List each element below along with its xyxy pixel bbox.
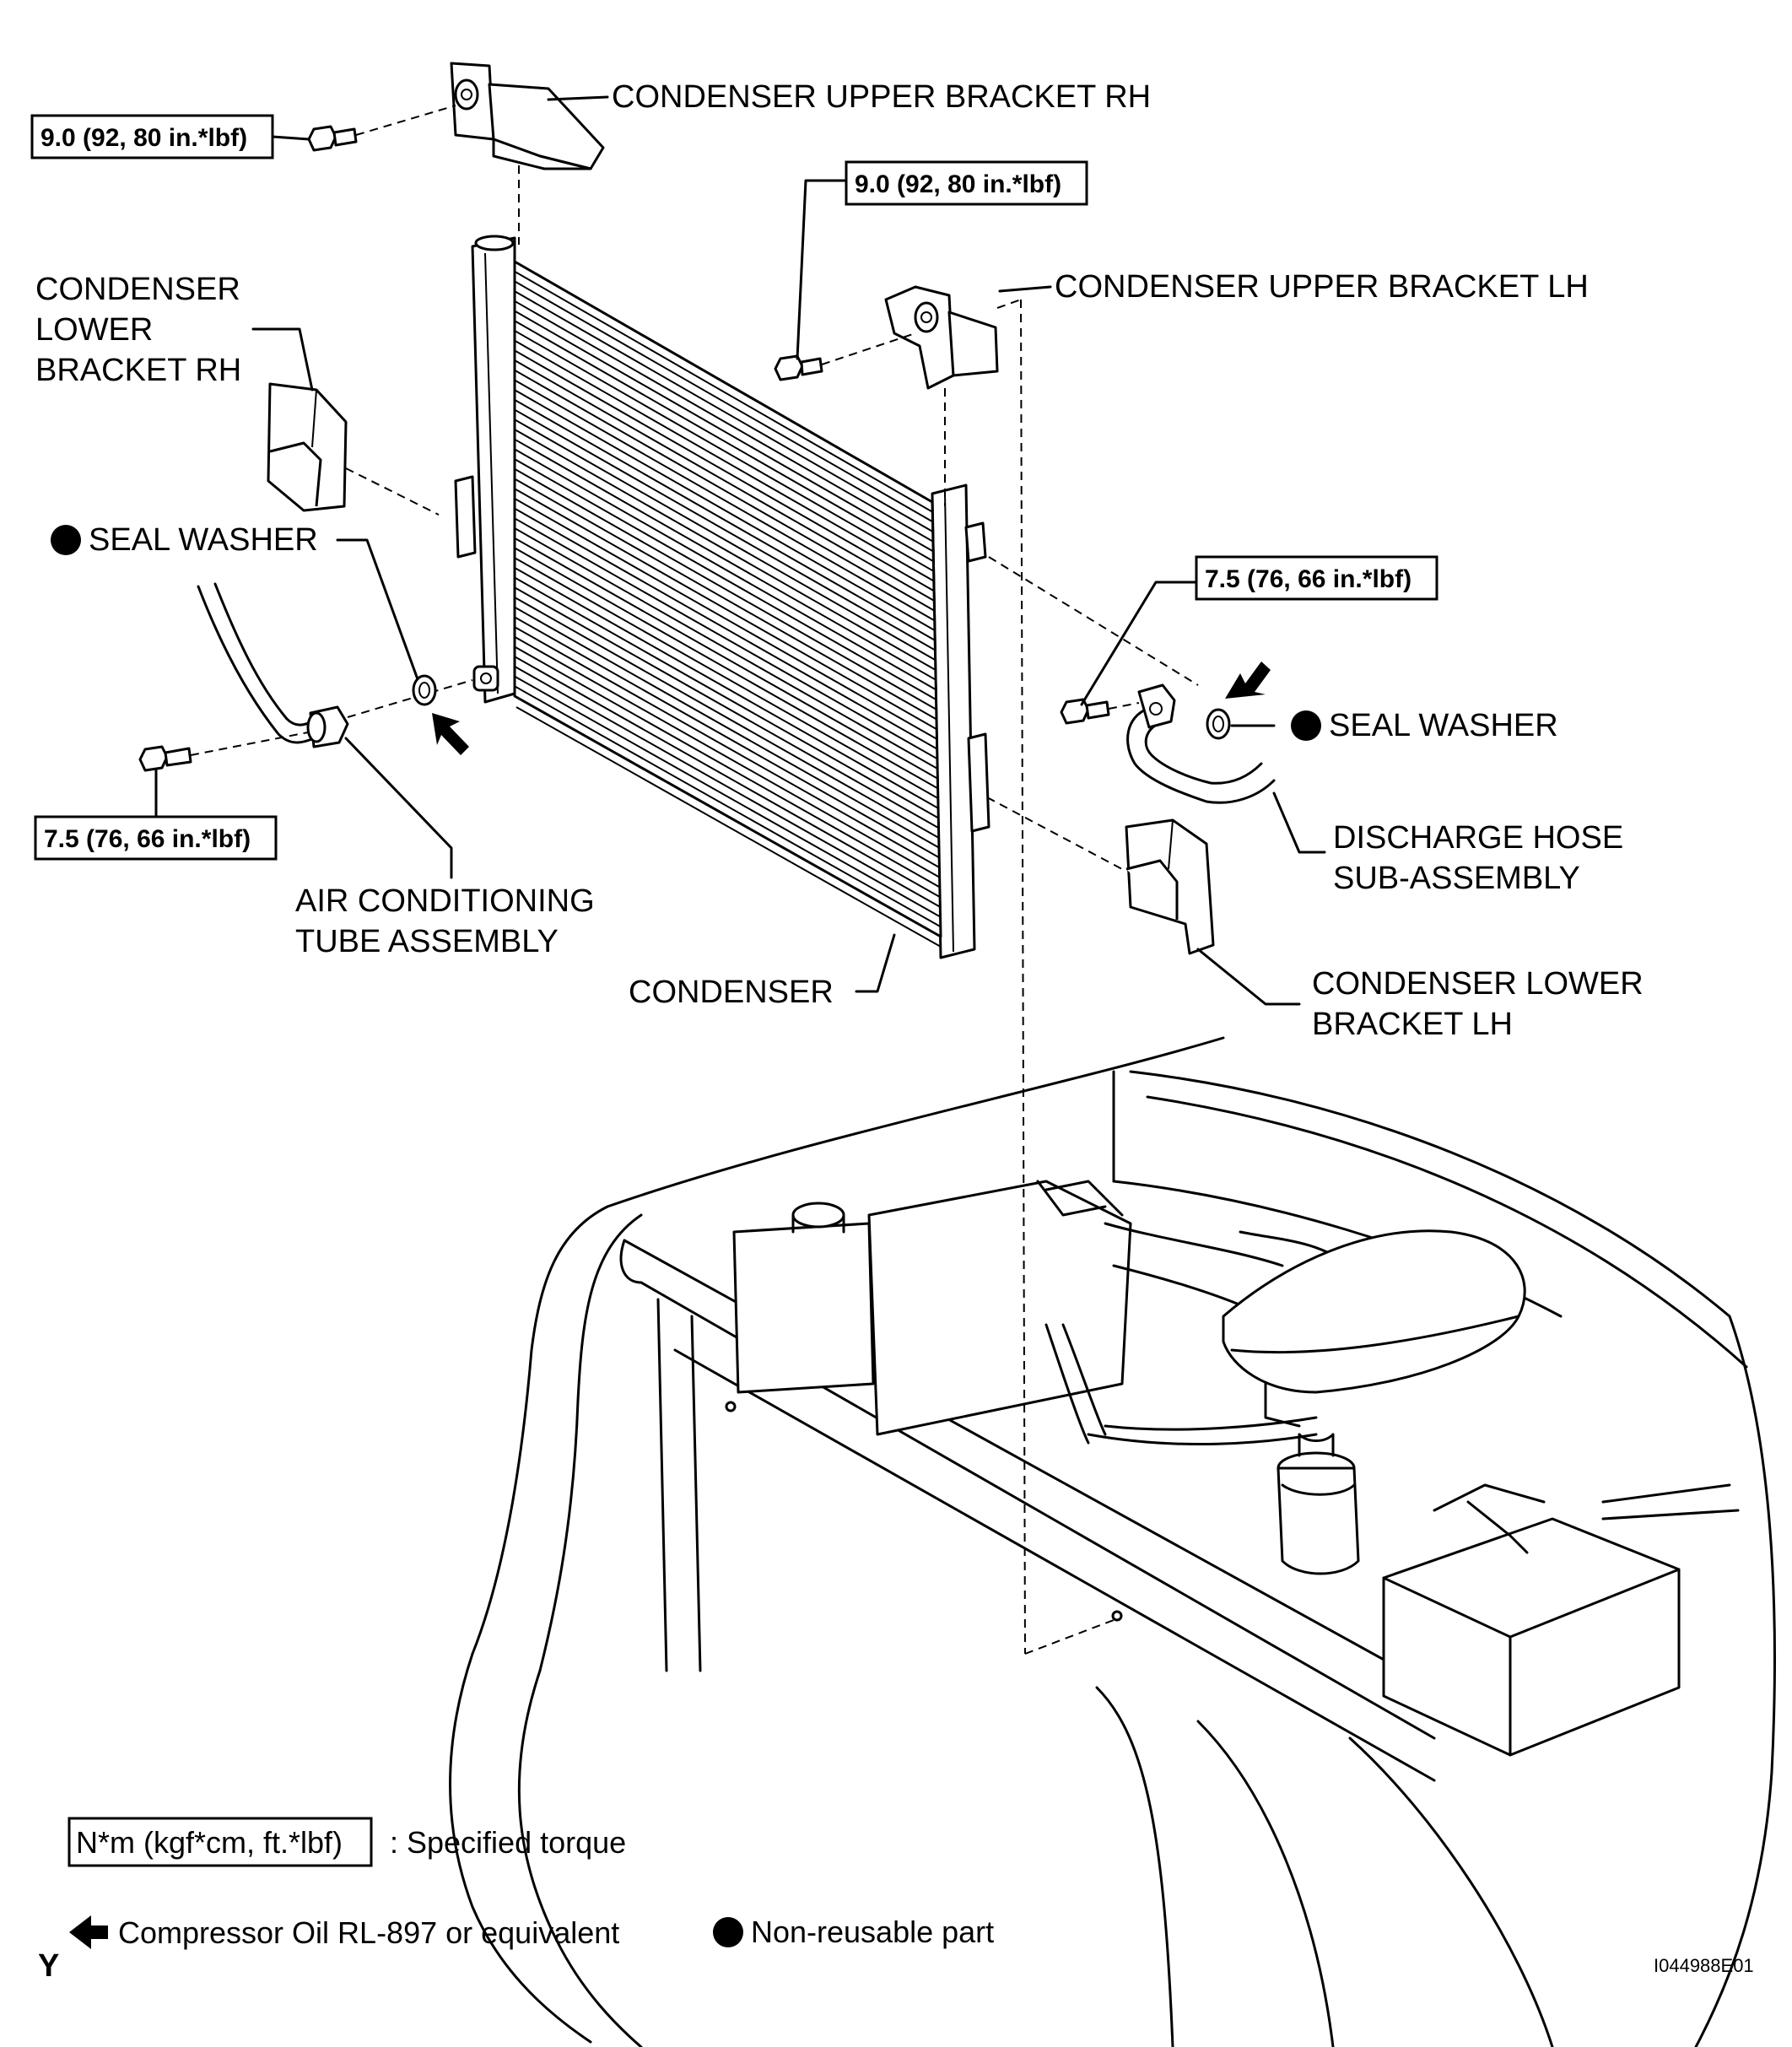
condenser-fin — [514, 685, 942, 928]
label-condenser: CONDENSER — [629, 975, 834, 1010]
label-seal-washer-right: SEAL WASHER — [1329, 708, 1558, 743]
legend-oil-arrow-icon — [69, 1915, 108, 1949]
condenser-fin — [514, 547, 939, 790]
nonreusable-dot-left — [51, 525, 81, 555]
torque-box-tube — [34, 815, 278, 861]
condenser-fin — [514, 448, 936, 691]
condenser-fin — [514, 270, 933, 513]
legend-torque-text: : Specified torque — [390, 1825, 626, 1860]
condenser-fin — [514, 389, 936, 632]
condenser-upper-bracket-rh — [450, 62, 605, 170]
label-discharge-hose-2: SUB-ASSEMBLY — [1333, 861, 1580, 896]
air-conditioning-tube — [197, 582, 349, 748]
condenser-lower-bracket-lh — [1125, 818, 1215, 955]
condenser-fin — [514, 597, 940, 839]
condenser-fin — [514, 537, 938, 780]
condenser-fin — [514, 349, 935, 592]
torque-discharge: 7.5 (76, 66 in.*lbf) — [1205, 565, 1411, 593]
condenser-fin — [514, 566, 939, 809]
legend-nonreusable-text: Non-reusable part — [751, 1915, 994, 1949]
condenser-fin — [514, 488, 937, 731]
bolt-discharge — [1060, 698, 1110, 725]
condenser-fin — [514, 635, 941, 878]
condenser-fin — [514, 458, 937, 700]
condenser-fin — [514, 290, 934, 532]
condenser-fin — [514, 586, 939, 829]
condenser-fin — [514, 606, 940, 849]
condenser-fin — [514, 498, 937, 740]
torque-tube: 7.5 (76, 66 in.*lbf) — [44, 825, 251, 853]
condenser-fin — [514, 408, 936, 651]
oil-arrow-right — [1225, 662, 1271, 699]
label-seal-washer-left: SEAL WASHER — [89, 522, 318, 558]
condenser-fin — [514, 379, 936, 622]
corner-letter: Y — [38, 1948, 59, 1984]
torque-box-upper-lh — [845, 160, 1088, 206]
condenser-fin — [514, 330, 935, 572]
condenser-upper-bracket-lh — [884, 285, 999, 390]
condenser-fin — [514, 616, 940, 859]
nonreusable-dot-right — [1291, 710, 1321, 741]
torque-upper-lh: 9.0 (92, 80 in.*lbf) — [855, 170, 1061, 198]
condenser-fin — [514, 359, 935, 602]
engine-bay-drawing — [449, 1036, 1776, 2047]
torque-upper-rh: 9.0 (92, 80 in.*lbf) — [40, 124, 247, 152]
condenser-fin — [514, 517, 938, 760]
leader-lines — [251, 95, 1326, 1006]
label-lower-bracket-lh-2: BRACKET LH — [1312, 1007, 1513, 1042]
label-upper-bracket-lh: CONDENSER UPPER BRACKET LH — [1055, 269, 1589, 305]
condenser-fin — [514, 300, 934, 543]
label-lower-bracket-lh-1: CONDENSER LOWER — [1312, 966, 1644, 1002]
legend-torque-unit: N*m (kgf*cm, ft.*lbf) — [76, 1825, 343, 1860]
condenser-fin — [514, 320, 934, 563]
condenser-fin — [514, 467, 937, 710]
condenser-fin — [514, 438, 936, 681]
condenser-fin — [514, 398, 936, 641]
condenser-fin — [514, 478, 937, 721]
torque-box-discharge — [1195, 555, 1438, 601]
label-lower-bracket-rh-3: BRACKET RH — [35, 353, 241, 388]
label-lower-bracket-rh-2: LOWER — [35, 312, 153, 348]
torque-box-upper-rh — [30, 114, 274, 159]
condenser-fin — [514, 369, 935, 612]
seal-washer-right — [1206, 708, 1231, 740]
legend-nonreusable-dot-icon — [713, 1917, 743, 1947]
condenser-fin — [514, 576, 939, 819]
condenser-fin — [514, 645, 941, 888]
condenser-fin — [514, 419, 936, 662]
condenser-fin — [514, 626, 940, 868]
condenser-fin — [514, 666, 941, 908]
condenser-fin — [514, 339, 935, 582]
label-upper-bracket-rh: CONDENSER UPPER BRACKET RH — [612, 79, 1151, 115]
seal-washer-left — [412, 674, 437, 706]
condenser-fin — [514, 656, 941, 899]
bolt-tube — [138, 745, 192, 772]
label-ac-tube-2: TUBE ASSEMBLY — [295, 924, 559, 959]
condenser-fin — [514, 310, 934, 553]
bolt-upper-lh — [774, 354, 823, 381]
condenser-fin — [514, 527, 938, 770]
bolt-upper-rh — [307, 125, 358, 152]
condenser-fin — [514, 557, 939, 800]
legend-torque-box — [67, 1817, 373, 1867]
condenser-fin — [514, 280, 933, 523]
label-ac-tube-1: AIR CONDITIONING — [295, 883, 595, 919]
condenser — [454, 235, 990, 959]
figure-code: I044988E01 — [1654, 1955, 1754, 1976]
condenser-fin — [514, 507, 938, 750]
label-lower-bracket-rh-1: CONDENSER — [35, 272, 240, 307]
oil-arrow-left — [432, 713, 469, 755]
legend-oil-text: Compressor Oil RL-897 or equivalent — [118, 1915, 619, 1950]
discharge-hose — [1126, 683, 1276, 804]
label-discharge-hose-1: DISCHARGE HOSE — [1333, 820, 1623, 856]
condenser-fin — [514, 675, 942, 918]
condenser-fin — [514, 429, 936, 671]
condenser-lower-bracket-rh — [267, 382, 348, 512]
